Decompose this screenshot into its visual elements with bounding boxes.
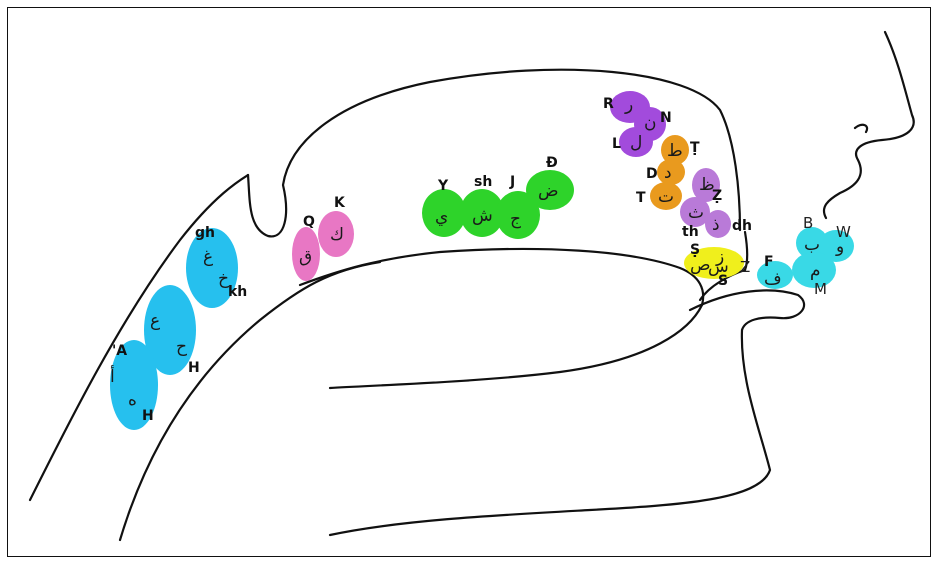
tongue-surface [300, 249, 703, 305]
glyph-jim: ج [510, 209, 521, 229]
glyph-dal: د [664, 163, 672, 183]
glyph-fa: ف [764, 269, 782, 289]
glyph-dad: ض [538, 181, 559, 201]
palatal-group: Y sh J Đ ي ش ج ض [422, 155, 574, 239]
label-k: K [334, 195, 346, 211]
label-q: Q [303, 214, 315, 230]
label-d: D [646, 166, 658, 182]
glyph-ba: ب [804, 235, 820, 255]
glyph-ghayn: غ [203, 247, 213, 267]
label-d-bar: Đ [546, 155, 558, 171]
glyph-ayn: ع [150, 311, 160, 331]
label-h-dot: H [188, 360, 200, 376]
label-j: J [509, 174, 515, 190]
interdental-group: Ẓ th dh ظ ث ذ [680, 168, 752, 240]
glyph-ya: ي [435, 207, 448, 227]
label-th: th [682, 224, 699, 240]
tongue-tip [330, 305, 702, 388]
pharynx-back-wall [30, 175, 248, 500]
glyph-dhal: ذ [712, 215, 720, 235]
glyph-waw: و [835, 237, 844, 257]
glyph-nun: ن [644, 113, 656, 133]
glyph-ha-pharyngeal: ح [176, 337, 187, 357]
glyph-shin: ش [472, 206, 493, 226]
label-h: H [142, 408, 154, 424]
lower-lip [330, 290, 804, 535]
glyph-ra: ر [624, 95, 633, 115]
label-m: M [814, 280, 827, 298]
labial-group: B W F M ب و ف م [757, 214, 854, 298]
glyph-kha: خ [218, 269, 229, 289]
label-dh: dh [732, 218, 752, 234]
label-f: F [764, 254, 774, 270]
label-t: T [636, 190, 646, 206]
label-gh: gh [195, 225, 215, 241]
label-n: N [660, 110, 672, 126]
uvular-velar-group: Q K ق ك [292, 195, 354, 281]
label-kh: kh [228, 284, 247, 300]
label-sh: sh [474, 174, 492, 190]
glyph-sin: س [708, 257, 729, 277]
glyph-lam: ل [630, 133, 642, 153]
nose [824, 32, 914, 218]
pharyngeal-group: gh kh H 'A H غ خ ع ح أ ه [110, 225, 247, 430]
label-b: B [803, 214, 813, 232]
glyph-ha: ه [128, 390, 137, 410]
label-r: R [603, 96, 614, 112]
glyph-mim: م [810, 261, 821, 281]
glyph-ta: ت [658, 187, 674, 207]
glyph-ta-emphatic: ط [667, 141, 683, 161]
glyph-alif-hamza: أ [110, 365, 115, 387]
label-l: L [612, 136, 621, 152]
glyph-tha: ث [688, 203, 704, 223]
nostril [855, 125, 867, 132]
sibilant-group: Ṣ Z S ص ز س [684, 242, 750, 289]
glyph-kaf: ك [330, 225, 344, 245]
label-z: Z [740, 258, 750, 276]
label-a: 'A [112, 343, 127, 359]
label-t-dot: Ṭ [690, 140, 700, 156]
glyph-za-emphatic: ظ [699, 175, 715, 195]
glyph-qaf: ق [299, 247, 312, 267]
label-y: Y [437, 178, 449, 194]
